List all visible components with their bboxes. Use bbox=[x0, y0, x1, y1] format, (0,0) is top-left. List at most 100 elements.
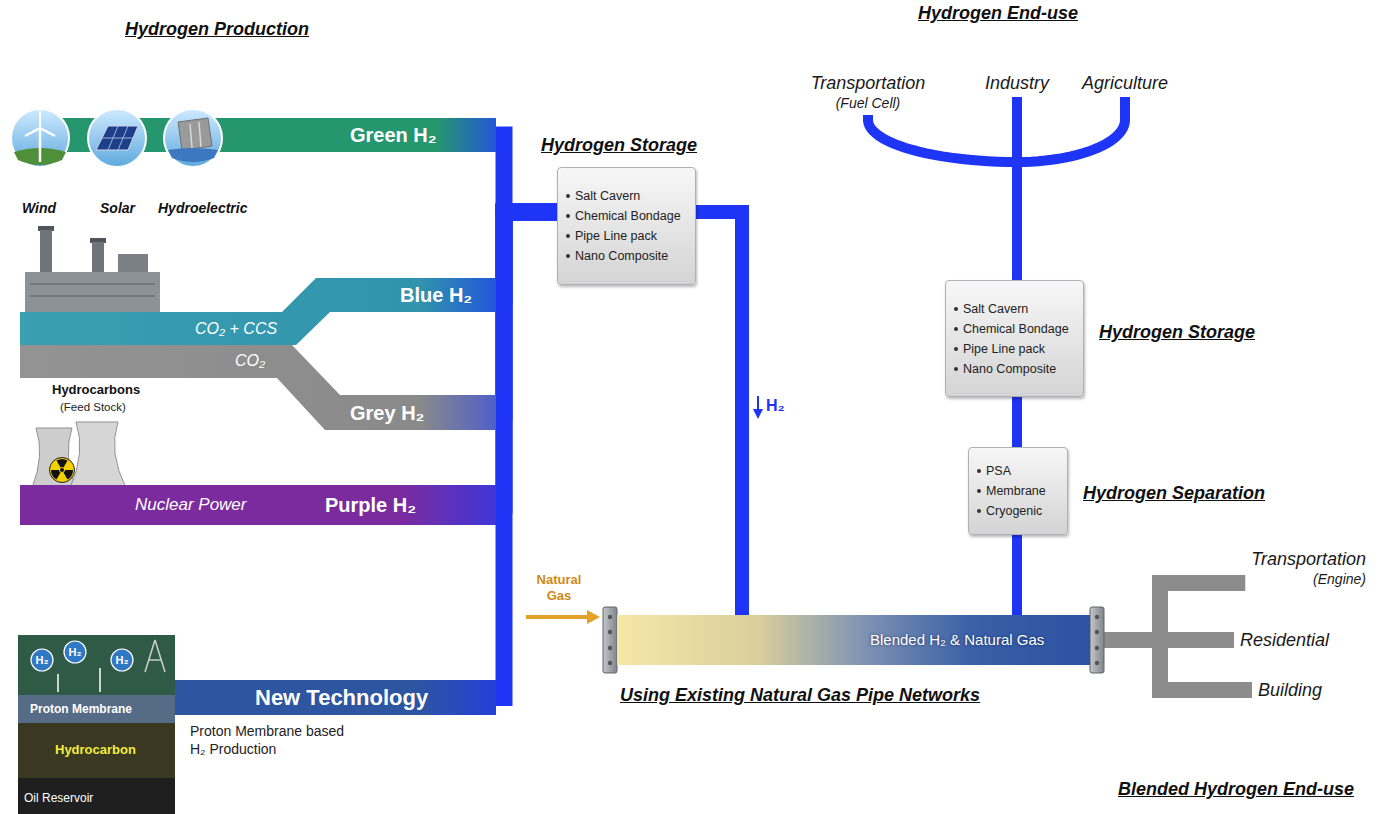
band-label: Blue H₂ bbox=[400, 283, 472, 307]
derrick bbox=[145, 640, 155, 672]
label-slot: Wind bbox=[22, 200, 56, 217]
panel-grid bbox=[108, 126, 118, 150]
bullet-dot bbox=[977, 489, 981, 493]
end-use-text: Residential bbox=[1240, 629, 1329, 651]
list-row: Pipe Line pack bbox=[566, 226, 687, 246]
blended-use-label: Transportation(Engine) bbox=[1251, 548, 1366, 588]
list-row: Chemical Bondage bbox=[954, 319, 1075, 339]
stream-label: CO₂ + CCS bbox=[195, 319, 277, 339]
list-row: Salt Cavern bbox=[954, 299, 1075, 319]
water bbox=[168, 148, 218, 162]
panel-grid bbox=[102, 138, 133, 139]
input-label: Natural Gas bbox=[531, 572, 587, 604]
list-item: Chemical Bondage bbox=[963, 319, 1069, 339]
derrick bbox=[155, 640, 165, 672]
icon-circle bbox=[88, 109, 146, 167]
flange-plate bbox=[603, 607, 617, 673]
label-slot: Natural Gas bbox=[531, 572, 587, 604]
list-item: Cryogenic bbox=[986, 501, 1042, 521]
icon-circle bbox=[11, 109, 69, 167]
label-slot: Hydrogen End-use bbox=[918, 2, 1078, 24]
section-heading: Hydrogen Storage bbox=[541, 134, 697, 156]
band-fill bbox=[20, 278, 496, 345]
list-row: Cryogenic bbox=[977, 501, 1059, 521]
edge-label-slot: H₂ bbox=[766, 397, 785, 415]
band-label: Grey H₂ bbox=[350, 401, 424, 425]
plant-building bbox=[118, 254, 148, 274]
bullet-dot bbox=[954, 367, 958, 371]
illustration-caption: Proton Membrane based H₂ Production bbox=[190, 722, 360, 758]
radiation-symbol bbox=[50, 458, 75, 483]
separation-box: Hydrogen SeparationPSAMembraneCryogenic bbox=[968, 447, 1068, 535]
section-heading: Hydrogen Storage bbox=[1099, 321, 1255, 343]
list-row: Pipe Line pack bbox=[954, 339, 1075, 359]
flange-bolt bbox=[608, 630, 612, 634]
proton-membrane-illustration bbox=[18, 635, 175, 814]
purple-hydrogen-band: Nuclear PowerPurple H₂ bbox=[20, 485, 496, 525]
blend-fork bbox=[1090, 640, 1252, 690]
end-use-text: (Engine) bbox=[1251, 570, 1366, 588]
label-slot: Oil Reservoir bbox=[24, 790, 93, 806]
icon-caption: Wind bbox=[22, 200, 56, 217]
list-item: Pipe Line pack bbox=[963, 339, 1045, 359]
flange-bolt bbox=[608, 646, 612, 650]
new-technology-band: New Technology bbox=[175, 680, 496, 715]
bullet-dot bbox=[566, 214, 570, 218]
source-label: Nuclear Power bbox=[135, 495, 247, 515]
gas-pipeline: Blended H₂ & Natural GasUsing Existing N… bbox=[617, 615, 1090, 665]
list-row: Nano Composite bbox=[566, 246, 687, 266]
rise-line bbox=[57, 674, 59, 692]
label-slot: Solar bbox=[100, 200, 135, 217]
hydrogen-pipe bbox=[1012, 535, 1022, 615]
wind-icon bbox=[11, 109, 69, 167]
stream-label: CO₂ bbox=[235, 351, 265, 371]
dam-wall bbox=[178, 118, 212, 150]
text-slot: Hydrogen Separation bbox=[1083, 482, 1265, 504]
text-slot: Blue H₂ bbox=[400, 283, 472, 307]
panel-grid bbox=[118, 126, 128, 150]
layer-label: Oil Reservoir bbox=[24, 790, 93, 806]
hydrogen-bubble bbox=[31, 649, 53, 671]
flange-plate bbox=[1090, 607, 1104, 673]
bullet-dot bbox=[566, 234, 570, 238]
smoke-stack bbox=[92, 242, 104, 274]
bullet-dot bbox=[954, 347, 958, 351]
radiation-blade bbox=[51, 470, 61, 480]
list-item: Salt Cavern bbox=[575, 186, 640, 206]
section-heading: Blended Hydrogen End-use bbox=[1118, 778, 1354, 800]
smoke-stack bbox=[40, 230, 52, 274]
nuclear-plant bbox=[32, 422, 126, 488]
icon-caption: Hydroelectric bbox=[158, 200, 247, 217]
label-slot: H₂ bbox=[111, 653, 133, 667]
list-row: Membrane bbox=[977, 481, 1059, 501]
flange-bolt bbox=[1095, 615, 1099, 619]
bubble-label: H₂ bbox=[64, 645, 86, 659]
flange-bolt bbox=[1095, 661, 1099, 665]
hydrogen-pipe bbox=[1012, 397, 1022, 447]
bullet-dot bbox=[566, 194, 570, 198]
hydrogen-pipe bbox=[696, 212, 742, 615]
list-row: Salt Cavern bbox=[566, 186, 687, 206]
label-slot: Blended Hydrogen End-use bbox=[1118, 778, 1354, 800]
flow-arrow bbox=[753, 396, 763, 419]
spillway bbox=[190, 124, 192, 148]
hydrogen-bubble bbox=[64, 641, 86, 663]
list-row: PSA bbox=[977, 461, 1059, 481]
end-use-text: (Fuel Cell) bbox=[811, 94, 926, 112]
cooling-tower bbox=[32, 428, 76, 488]
bullet-dot bbox=[954, 327, 958, 331]
label-slot: H₂ bbox=[64, 645, 86, 659]
section-heading: Hydrogen Production bbox=[125, 18, 309, 40]
bullet-dot bbox=[566, 254, 570, 258]
text-slot: Grey H₂ bbox=[350, 401, 424, 425]
icon-circle bbox=[164, 109, 222, 167]
bubble-label: H₂ bbox=[111, 653, 133, 667]
text-slot: Hydrogen Storage bbox=[541, 134, 697, 156]
blended-use-label: Building bbox=[1258, 679, 1322, 701]
text-slot: Green H₂ bbox=[350, 123, 437, 147]
band-label: Green H₂ bbox=[350, 123, 437, 147]
end-use-text: Transportation bbox=[1251, 548, 1366, 570]
end-use-text: Agriculture bbox=[1082, 72, 1168, 94]
plant-building bbox=[25, 272, 160, 312]
